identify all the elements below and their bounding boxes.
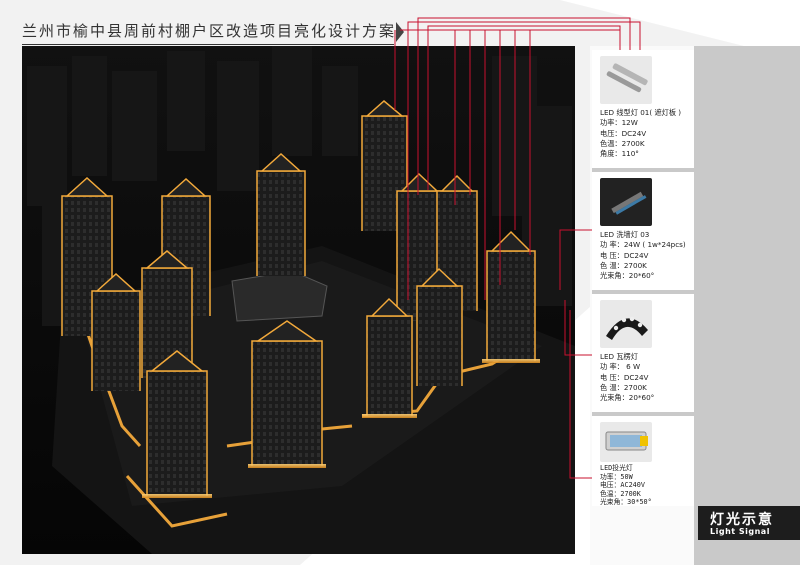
- spec-line: 功 率： 6 W: [600, 362, 641, 372]
- fixture-card-floodlight: LED投光灯 功率：50W 电压：AC240V 色温：2700K 光束角：30*…: [592, 416, 694, 506]
- spec-line: 光束角：20*60°: [600, 271, 655, 281]
- night-lighting-rendering: [22, 46, 575, 554]
- title-marker: [396, 22, 404, 42]
- spec-line: 角度：110°: [600, 149, 639, 159]
- spec-line: 色 温：2700K: [600, 260, 647, 270]
- wall-washer-icon: [600, 178, 652, 226]
- spec-line: 功 率：24W ( 1w*24pcs): [600, 240, 686, 250]
- spec-line: LED投光灯: [600, 464, 633, 472]
- spec-line: 功率：50W: [600, 472, 633, 481]
- panel-sidebar: [694, 46, 800, 565]
- spec-line: LED 洗墙灯 03: [600, 230, 650, 239]
- linear-light-icon: [600, 56, 652, 104]
- floodlight-icon: [600, 422, 652, 462]
- light-signal-badge: 灯光示意 Light Signal: [698, 506, 800, 540]
- fixture-spec: LED 洗墙灯 03 功 率：24W ( 1w*24pcs) 电 压：DC24V…: [600, 230, 694, 281]
- page-title: 兰州市榆中县周前村棚户区改造项目亮化设计方案: [22, 22, 397, 40]
- badge-title-en: Light Signal: [710, 527, 770, 536]
- fixture-spec: LED 线型灯 01( 遮灯板 ) 功率：12W 电压：DC24V 色温：270…: [600, 108, 694, 159]
- tile-light-icon: [600, 300, 652, 348]
- spec-line: 色温：2700K: [600, 489, 641, 498]
- spec-line: LED 瓦楞灯: [600, 352, 638, 361]
- fixture-spec: LED 瓦楞灯 功 率： 6 W 电 压：DC24V 色 温：2700K 光束角…: [600, 352, 694, 403]
- spec-line: 色温：2700K: [600, 138, 645, 148]
- rendering-illustration: [22, 46, 575, 554]
- spec-line: 功率：12W: [600, 118, 638, 128]
- spec-line: 电 压：DC24V: [600, 250, 649, 260]
- fixture-spec: LED投光灯 功率：50W 电压：AC240V 色温：2700K 光束角：30*…: [600, 464, 694, 507]
- spec-line: 光束角：30*50°: [600, 498, 652, 507]
- spec-line: 光束角：20*60°: [600, 393, 655, 403]
- badge-title-cn: 灯光示意: [710, 512, 774, 528]
- title-underline: [22, 44, 394, 45]
- card-separator: [592, 168, 694, 172]
- spec-line: 电压：DC24V: [600, 128, 647, 138]
- card-separator: [592, 412, 694, 416]
- fixture-card-linear-light: LED 线型灯 01( 遮灯板 ) 功率：12W 电压：DC24V 色温：270…: [592, 50, 694, 168]
- spec-line: LED 线型灯 01( 遮灯板 ): [600, 108, 682, 117]
- card-separator: [592, 290, 694, 294]
- spec-line: 色 温：2700K: [600, 382, 647, 392]
- spec-line: 电 压：DC24V: [600, 372, 649, 382]
- fixture-card-wall-washer: LED 洗墙灯 03 功 率：24W ( 1w*24pcs) 电 压：DC24V…: [592, 172, 694, 290]
- spec-line: 电压：AC240V: [600, 481, 645, 490]
- fixture-card-tile-light: LED 瓦楞灯 功 率： 6 W 电 压：DC24V 色 温：2700K 光束角…: [592, 294, 694, 412]
